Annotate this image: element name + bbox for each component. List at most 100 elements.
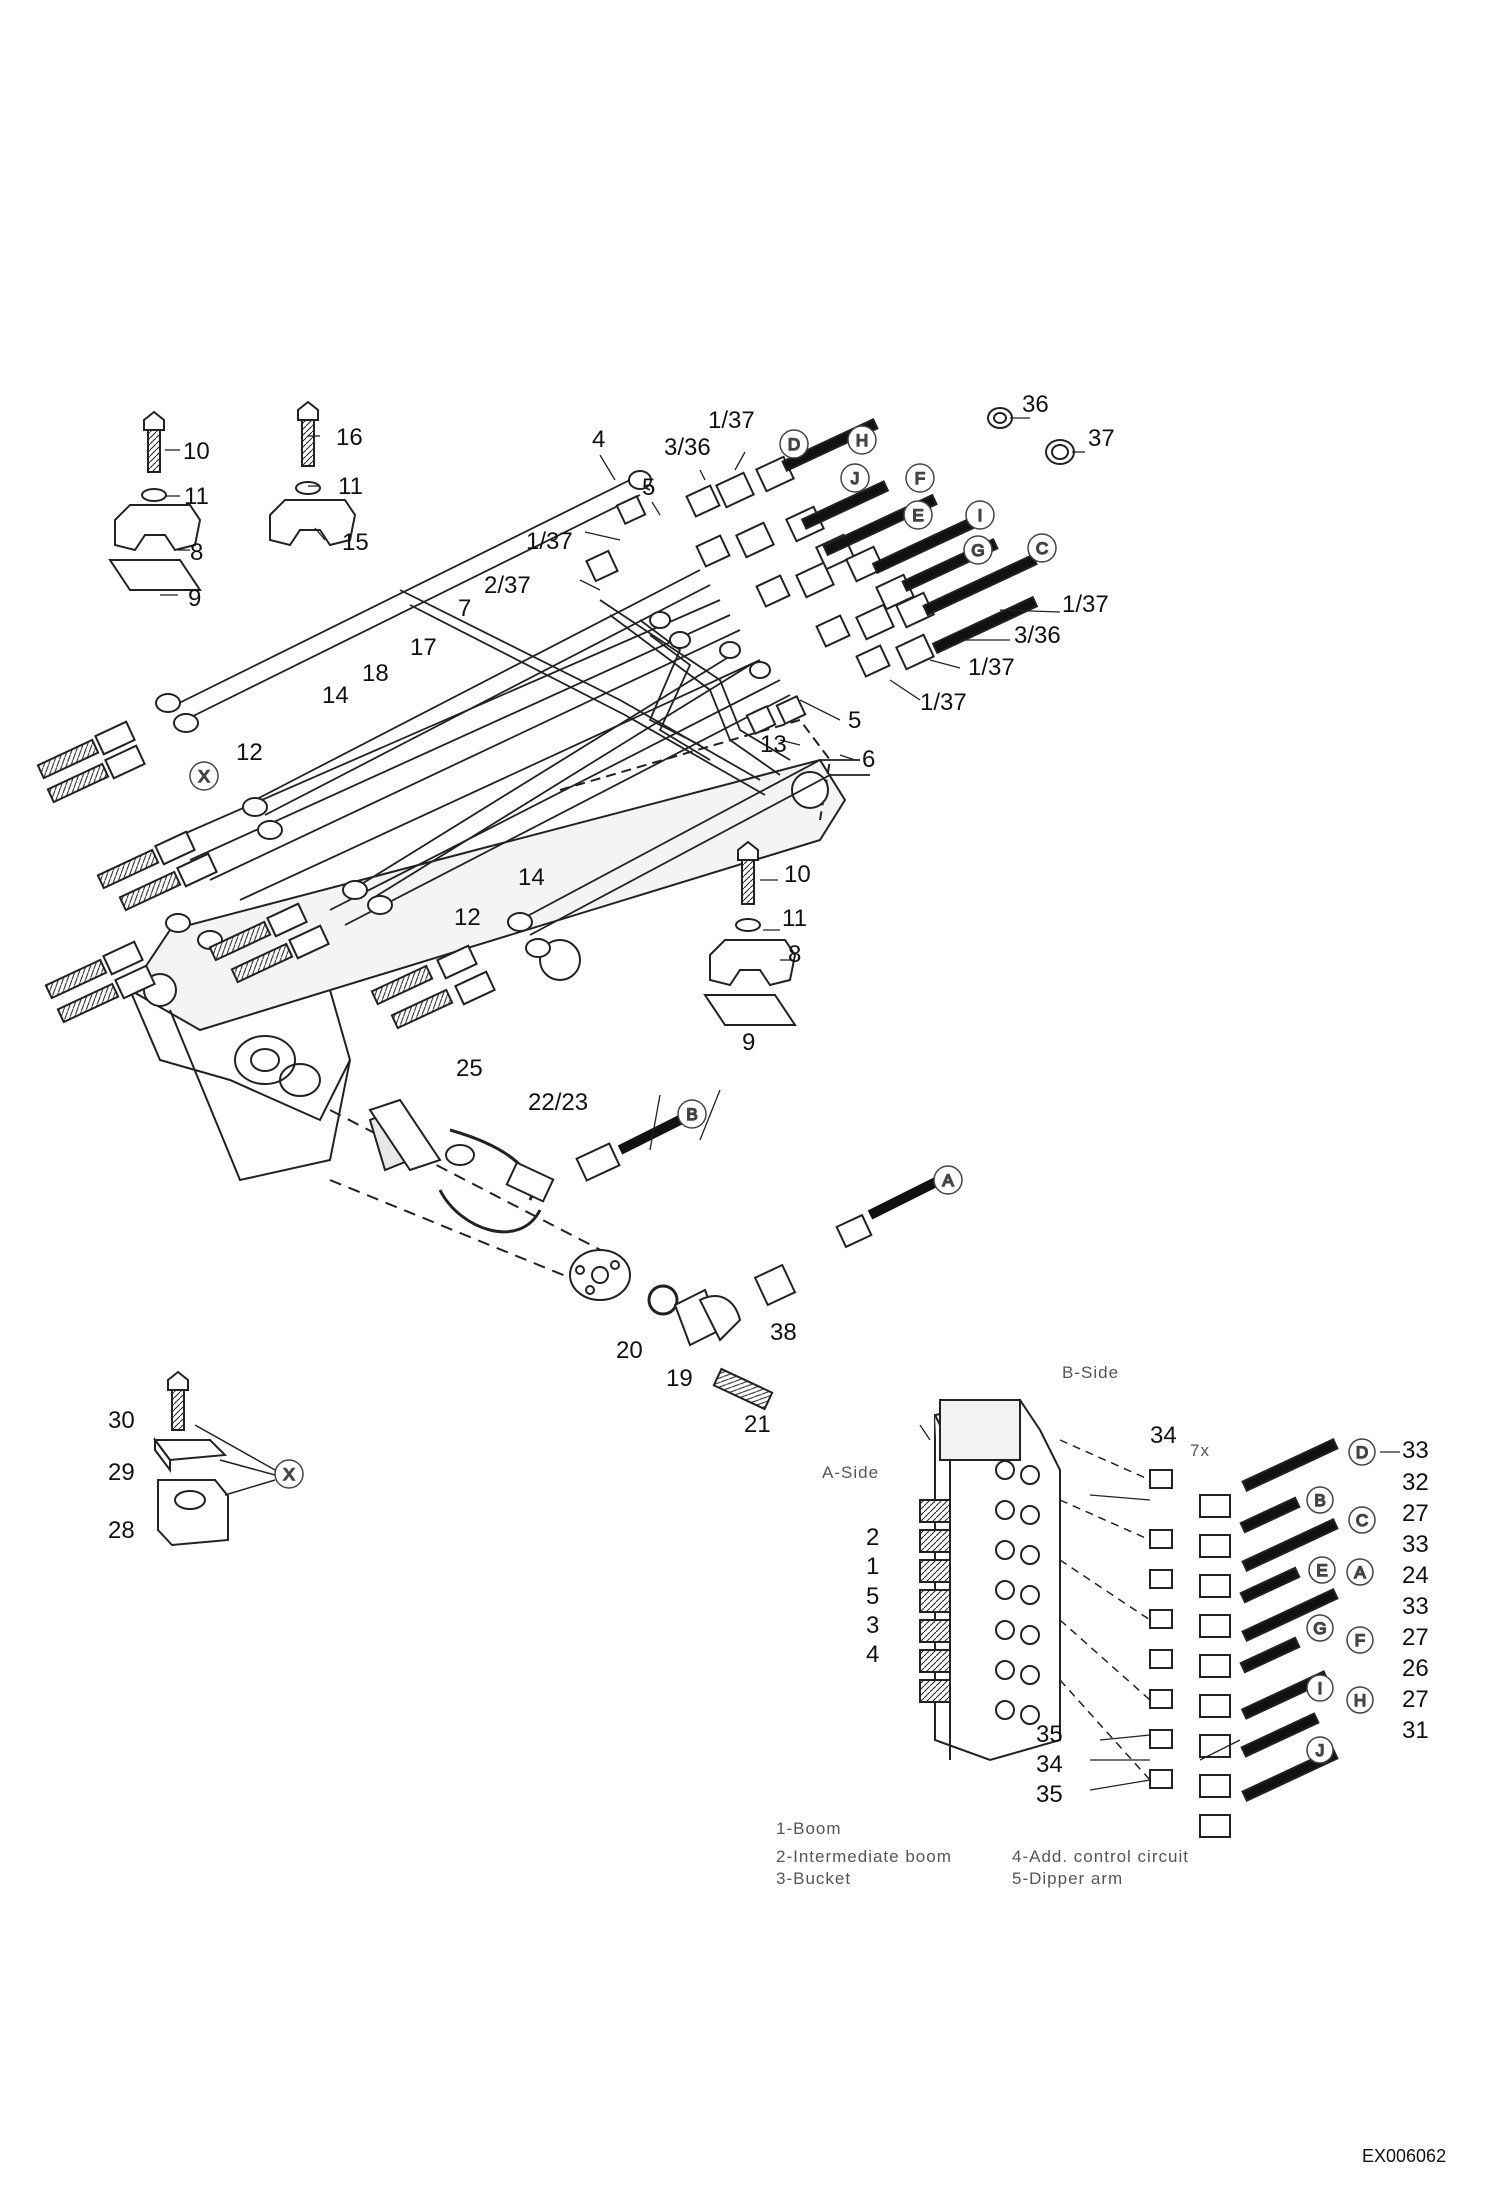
b-side-label: B-Side — [1062, 1363, 1119, 1382]
pipe-clamp-assembly-middle — [269, 400, 357, 547]
callout-20: 20 — [616, 1337, 643, 1364]
leader-lines — [160, 417, 1400, 1791]
legend-boom: 1-Boom — [776, 1819, 842, 1838]
callout-24: 24 — [1402, 1562, 1429, 1589]
marker-j-valve: J — [1316, 1741, 1325, 1760]
quantity-multiplier: 7x — [1190, 1441, 1210, 1460]
callout-4-valve: 4 — [866, 1641, 879, 1668]
drawing-code: EX006062 — [1362, 2146, 1446, 2166]
callout-12-upper: 12 — [236, 739, 263, 766]
callout-8-left: 8 — [190, 539, 203, 566]
legend-dipper-arm: 5-Dipper arm — [1012, 1869, 1123, 1888]
rear-hose-fittings — [36, 720, 496, 1030]
callout-5-valve: 5 — [866, 1583, 879, 1610]
marker-d-valve: D — [1356, 1443, 1368, 1462]
callout-5-upper: 5 — [642, 474, 655, 501]
callout-30: 30 — [108, 1407, 135, 1434]
callout-8-right: 8 — [788, 941, 801, 968]
control-valve-block — [919, 1398, 1061, 1762]
marker-e-valve: E — [1316, 1561, 1327, 1580]
marker-x-upper: X — [198, 767, 209, 786]
marker-j: J — [851, 469, 860, 488]
callout-38: 38 — [770, 1319, 797, 1346]
callout-numbers: 10 16 11 11 8 15 9 4 5 3/36 1/37 1/37 2/… — [108, 391, 1429, 1808]
callout-12-lower: 12 — [454, 904, 481, 931]
marker-f-valve: F — [1355, 1631, 1365, 1650]
callout-1-37-right-b: 1/37 — [968, 654, 1015, 681]
marker-h: H — [856, 431, 868, 450]
callout-16: 16 — [336, 424, 363, 451]
a-side-label: A-Side — [822, 1463, 879, 1482]
callout-11-right: 11 — [782, 905, 807, 932]
callout-1-37-right-a: 1/37 — [1062, 591, 1109, 618]
callout-22-23: 22/23 — [528, 1089, 588, 1116]
marker-e: E — [912, 506, 923, 525]
legend-bucket: 3-Bucket — [776, 1869, 851, 1888]
callout-11-left: 11 — [184, 483, 209, 510]
marker-i: I — [978, 506, 983, 525]
callout-34-top: 34 — [1150, 1422, 1177, 1449]
callout-7: 7 — [458, 595, 471, 622]
callout-9-right: 9 — [742, 1029, 755, 1056]
marker-d: D — [788, 435, 800, 454]
callout-17: 17 — [410, 634, 437, 661]
front-hose-fittings — [585, 418, 1039, 736]
callout-18: 18 — [362, 660, 389, 687]
marker-h-valve: H — [1354, 1691, 1366, 1710]
swivel-connection-parts — [368, 1098, 943, 1411]
callout-27-c: 27 — [1402, 1686, 1429, 1713]
marker-a-valve: A — [1354, 1563, 1366, 1582]
callout-19: 19 — [666, 1365, 693, 1392]
callout-3-36-upper: 3/36 — [664, 434, 711, 461]
legend-intermediate-boom: 2-Intermediate boom — [776, 1847, 952, 1866]
clamp-detail-x — [153, 1370, 276, 1547]
callout-33-c: 33 — [1402, 1593, 1429, 1620]
callout-37: 37 — [1088, 425, 1115, 452]
callout-15: 15 — [342, 529, 369, 556]
pipe-bundle — [164, 478, 870, 936]
callout-9-left: 9 — [188, 585, 201, 612]
callout-25: 25 — [456, 1055, 483, 1082]
callout-35-b: 35 — [1036, 1781, 1063, 1808]
callout-35-a: 35 — [1036, 1721, 1063, 1748]
callout-4: 4 — [592, 426, 605, 453]
callout-14-lower: 14 — [518, 864, 545, 891]
callout-1-37-left: 1/37 — [526, 528, 573, 555]
legend-add-control-circuit: 4-Add. control circuit — [1012, 1847, 1189, 1866]
callout-36: 36 — [1022, 391, 1049, 418]
pipe-clamp-assembly-right — [703, 840, 797, 1026]
callout-34-b: 34 — [1036, 1751, 1063, 1778]
marker-g: G — [971, 541, 984, 560]
callout-33-b: 33 — [1402, 1531, 1429, 1558]
callout-10-right: 10 — [784, 861, 811, 888]
callout-32: 32 — [1402, 1469, 1429, 1496]
pipe-end-fittings — [155, 470, 771, 958]
marker-i-valve: I — [1318, 1679, 1323, 1698]
marker-x-detail: X — [283, 1465, 294, 1484]
callout-14-upper: 14 — [322, 682, 349, 709]
marker-a-swivel: A — [942, 1171, 954, 1190]
callout-3-valve: 3 — [866, 1612, 879, 1639]
function-legend: 1-Boom 2-Intermediate boom 3-Bucket 4-Ad… — [776, 1819, 1189, 1888]
valve-hose-set — [1059, 1438, 1339, 1838]
callout-26: 26 — [1402, 1655, 1429, 1682]
callout-33-a: 33 — [1402, 1437, 1429, 1464]
callout-2-37: 2/37 — [484, 572, 531, 599]
callout-3-36-right: 3/36 — [1014, 622, 1061, 649]
callout-11-middle: 11 — [338, 473, 363, 500]
callout-31: 31 — [1402, 1717, 1429, 1744]
marker-c-valve: C — [1356, 1511, 1368, 1530]
marker-g-valve: G — [1313, 1619, 1326, 1638]
callout-27-a: 27 — [1402, 1500, 1429, 1527]
callout-27-b: 27 — [1402, 1624, 1429, 1651]
callout-5-lower: 5 — [848, 707, 861, 734]
callout-1-37-upper: 1/37 — [708, 407, 755, 434]
circled-markers: D H J F E I G C X B A X D B C E A G F I … — [189, 425, 1376, 1764]
marker-b-swivel: B — [686, 1105, 697, 1124]
callout-21: 21 — [744, 1411, 771, 1438]
boom-frame — [128, 718, 847, 1301]
callout-6: 6 — [862, 746, 875, 773]
callout-29: 29 — [108, 1459, 135, 1486]
marker-f: F — [915, 469, 925, 488]
